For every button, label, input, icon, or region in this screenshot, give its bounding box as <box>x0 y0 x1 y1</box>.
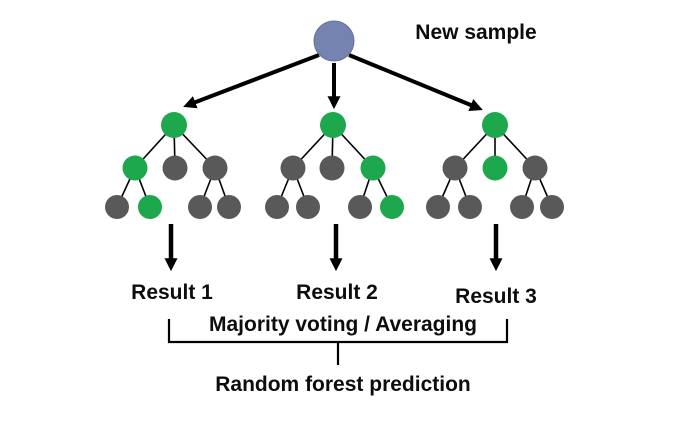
tree-2-node-g <box>380 195 404 219</box>
random-forest-prediction-label: Random forest prediction <box>215 373 471 396</box>
result-1-label: Result 1 <box>131 281 213 304</box>
tree-2-node-b <box>319 155 345 181</box>
tree-2-node-a <box>280 155 306 181</box>
result-2-label: Result 2 <box>296 281 378 304</box>
tree-1-node-f <box>188 195 212 219</box>
tree-3-node-r <box>482 112 508 138</box>
tree-1-node-r <box>161 112 187 138</box>
majority-voting-bracket <box>167 319 509 365</box>
tree-3-node-d <box>426 195 450 219</box>
tree-3-node-a <box>442 155 468 181</box>
new-sample-node <box>313 20 355 62</box>
tree-nodes-layer <box>105 20 564 219</box>
tree-2-node-f <box>348 195 372 219</box>
tree-3-node-b <box>482 155 508 181</box>
tree-1-node-e <box>138 195 162 219</box>
arrow-sample-to-tree-1 <box>183 53 320 109</box>
tree-3-node-c <box>522 155 548 181</box>
arrow-sample-to-tree-3 <box>348 53 483 112</box>
arrows-layer <box>164 53 503 272</box>
majority-voting-label: Majority voting / Averaging <box>209 313 477 336</box>
tree-2-node-d <box>265 195 289 219</box>
new-sample-label: New sample <box>415 21 537 44</box>
tree-2-node-e <box>296 195 320 219</box>
tree-1-node-g <box>217 195 241 219</box>
result-3-label: Result 3 <box>455 285 537 308</box>
tree-1-node-b <box>162 155 188 181</box>
bracket-layer <box>167 319 509 365</box>
tree-1-node-d <box>105 195 129 219</box>
tree-1-node-a <box>122 155 148 181</box>
tree-3-node-g <box>540 195 564 219</box>
tree-1-node-c <box>202 155 228 181</box>
tree-3-node-e <box>458 195 482 219</box>
tree-2-node-c <box>360 155 386 181</box>
tree-2-node-r <box>320 112 346 138</box>
tree-3-node-f <box>510 195 534 219</box>
